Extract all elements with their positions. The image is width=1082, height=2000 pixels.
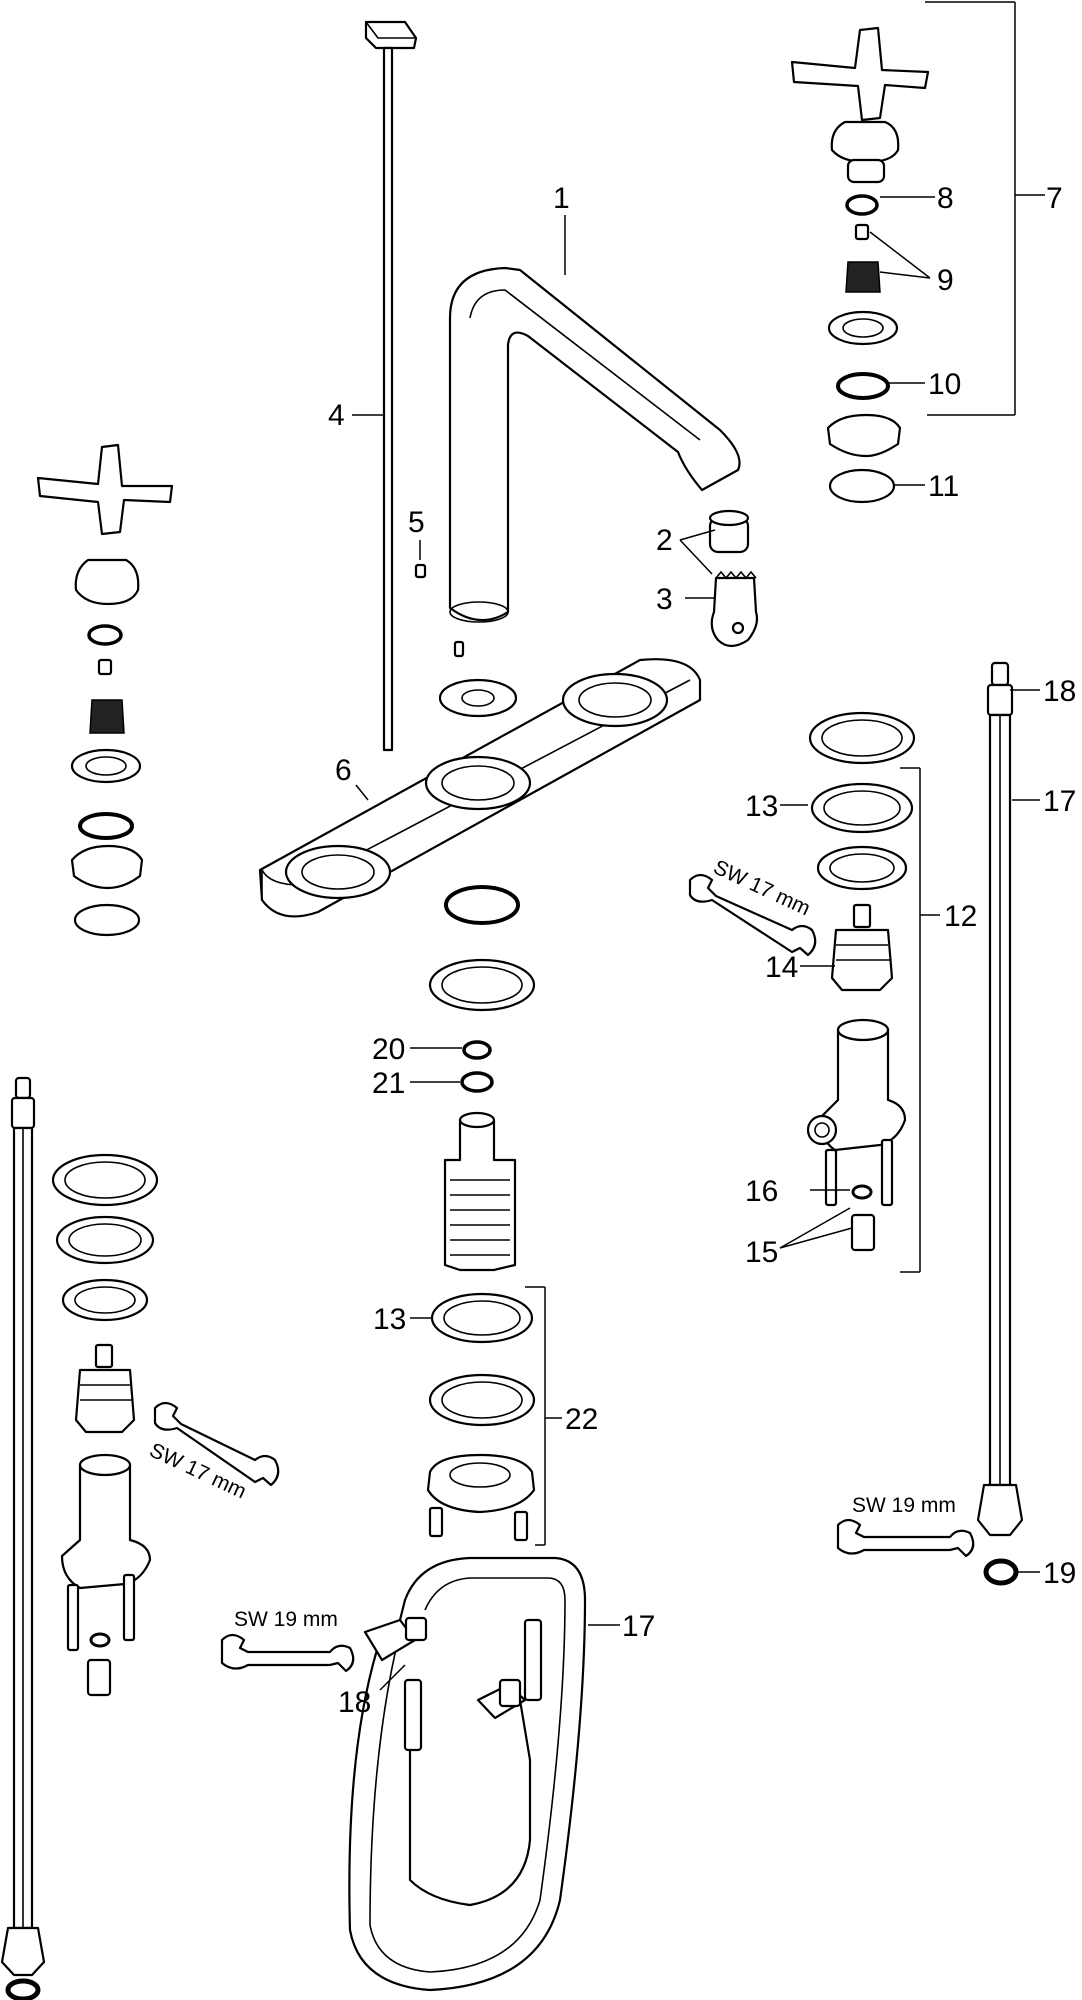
wrench-label-sw19-center: SW 19 mm <box>234 1608 338 1631</box>
center-hose <box>348 1556 587 1992</box>
callout-18-right: 18 <box>1043 675 1076 708</box>
callout-1: 1 <box>553 182 570 215</box>
callout-2: 2 <box>656 524 673 557</box>
right-valve-assembly <box>806 711 916 1252</box>
callout-4: 4 <box>328 399 345 432</box>
spout <box>448 266 741 623</box>
callout-11: 11 <box>928 470 959 503</box>
callout-21: 21 <box>372 1067 405 1100</box>
callout-13-center: 13 <box>373 1303 406 1336</box>
wrench-label-sw17-right: SW 17 mm <box>710 856 814 921</box>
leader-lines <box>352 1 1045 1691</box>
right-handle-assembly <box>790 26 930 504</box>
center-mounting-stack <box>428 885 536 1272</box>
wrench-icon-sw19-right <box>836 1518 975 1558</box>
callout-17-right: 17 <box>1043 785 1076 818</box>
wrench-icon-sw19-center <box>220 1633 355 1673</box>
callout-7: 7 <box>1046 182 1063 215</box>
callout-17-center: 17 <box>622 1610 655 1643</box>
callout-19: 19 <box>1043 1557 1076 1590</box>
left-handle-assembly <box>36 443 174 937</box>
right-supply-hose <box>976 661 1024 1586</box>
base-plate <box>258 658 702 918</box>
wrench-icon-sw17-right <box>688 873 817 957</box>
callout-3: 3 <box>656 583 673 616</box>
callout-8: 8 <box>937 182 954 215</box>
callout-14: 14 <box>765 951 798 984</box>
callout-10: 10 <box>928 368 961 401</box>
wrench-label-sw17-left: SW 17 mm <box>146 1439 250 1504</box>
aerator-and-key <box>708 509 759 648</box>
callout-5: 5 <box>408 506 425 539</box>
callout-13-right: 13 <box>745 790 778 823</box>
callout-12: 12 <box>944 900 977 933</box>
wrench-icon-sw17-left <box>153 1401 280 1487</box>
callout-22: 22 <box>565 1403 598 1436</box>
callout-9: 9 <box>937 264 954 297</box>
callout-15: 15 <box>745 1236 778 1269</box>
callout-20: 20 <box>372 1033 405 1066</box>
left-supply-hose <box>0 1076 46 2000</box>
set-screw <box>414 563 465 658</box>
lift-rod <box>364 20 418 752</box>
callout-16: 16 <box>745 1175 778 1208</box>
callout-6: 6 <box>335 754 352 787</box>
callout-18-center: 18 <box>338 1686 371 1719</box>
left-valve-assembly <box>51 1153 159 1697</box>
callout-labels: 1 2 3 4 5 6 7 8 9 10 11 12 13 13 14 15 1… <box>328 182 1076 1719</box>
spout-base-washer <box>438 678 518 718</box>
wrench-label-sw19-right: SW 19 mm <box>852 1494 956 1517</box>
mounting-set <box>426 1292 536 1542</box>
